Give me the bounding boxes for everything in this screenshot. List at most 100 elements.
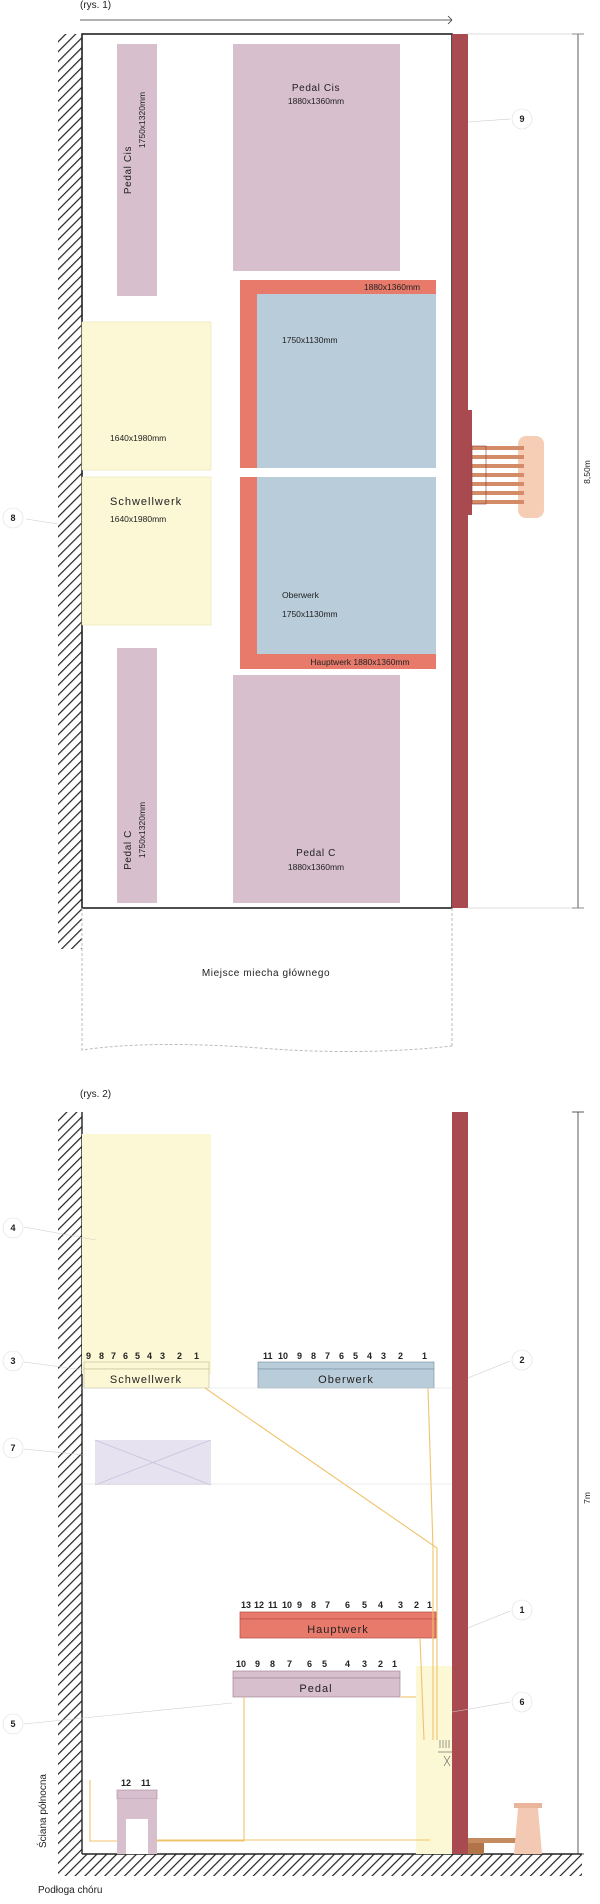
schwellwerk-scale-1: 1	[194, 1351, 199, 1361]
hauptwerk-scale-10: 10	[282, 1600, 292, 1610]
blue-top-block	[257, 294, 436, 468]
oberwerk-scale-3: 3	[381, 1351, 386, 1361]
oberwerk-windchest: 11 10 9 8 7 6 5 4 3 2 1 Oberwerk	[257, 1351, 435, 1389]
hauptwerk-scale-11: 11	[268, 1600, 278, 1610]
north-wall	[58, 1112, 82, 1854]
crossed-box	[94, 1439, 212, 1486]
pedal-scale-5: 5	[322, 1659, 327, 1669]
figure-2-elevation: (rys. 2) Ściana północna Podłoga chóru 7…	[2, 1089, 592, 1896]
oberwerk-scale-9: 9	[297, 1351, 302, 1361]
pedal-c-small-block	[117, 648, 157, 903]
oberwerk-scale-4: 4	[367, 1351, 372, 1361]
figure-1-caption: (rys. 1)	[80, 0, 111, 11]
pedal-scale-7: 7	[287, 1659, 292, 1669]
pedal-label: Pedal	[299, 1683, 332, 1695]
hauptwerk-scale-12: 12	[254, 1600, 264, 1610]
hauptwerk-scale-3: 3	[398, 1600, 403, 1610]
hauptwerk-top-size: 1880x1360mm	[364, 282, 420, 292]
pedal-scale-8: 8	[270, 1659, 275, 1669]
hauptwerk-scale-2: 2	[414, 1600, 419, 1610]
pedal-cis-small-name: Pedal Cis	[123, 146, 134, 194]
oberwerk-block	[257, 477, 436, 654]
console-top-view	[471, 436, 544, 518]
pedal-scale-4: 4	[345, 1659, 350, 1669]
pedal-cis-big-name: Pedal Cis	[292, 83, 340, 94]
pedal-cis-big-block	[233, 44, 400, 271]
oberwerk-scale-11: 11	[263, 1351, 273, 1361]
marker-7: 7	[10, 1443, 15, 1453]
schwellwerk-scale-3: 3	[160, 1351, 165, 1361]
organ-bench: 12 11	[116, 1778, 158, 1854]
hauptwerk-label: Hauptwerk	[307, 1624, 369, 1636]
tracker-lines	[89, 1387, 438, 1842]
hauptwerk-scale-6: 6	[345, 1600, 350, 1610]
schwellwerk-scale-2: 2	[177, 1351, 182, 1361]
pedal-c-big-name: Pedal C	[296, 848, 336, 859]
hauptwerk-bottom-label: Hauptwerk 1880x1360mm	[310, 657, 409, 667]
front-wall-elevation	[452, 1112, 468, 1854]
marker-5: 5	[10, 1719, 15, 1729]
pedal-windchest: 10 9 8 7 6 5 4 3 2 1 Pedal	[232, 1659, 401, 1698]
pedalboard	[468, 1803, 542, 1854]
schwellwerk-scale-9: 9	[86, 1351, 91, 1361]
pedal-scale-1: 1	[392, 1659, 397, 1669]
oberwerk-size: 1750x1130mm	[282, 609, 338, 619]
pedal-cis-small-size: 1750x1320mm	[137, 92, 147, 148]
pedal-scale-2: 2	[378, 1659, 383, 1669]
markers-figure-2: 4 3 7 5 2 1 6	[2, 1217, 533, 1735]
reference-lines	[82, 1387, 452, 1485]
oberwerk-scale-5: 5	[353, 1351, 358, 1361]
schwellwerk-bottom-size: 1640x1980mm	[110, 514, 166, 524]
hauptwerk-scale-13: 13	[241, 1600, 251, 1610]
marker-4: 4	[10, 1223, 15, 1233]
hatched-wall	[58, 34, 82, 949]
pedal-scale-6: 6	[307, 1659, 312, 1669]
schwellwerk-scale-6: 6	[123, 1351, 128, 1361]
bench-scale-11: 11	[141, 1778, 151, 1788]
pedal-c-big-block	[233, 675, 400, 903]
choir-floor	[58, 1854, 582, 1876]
schwellwerk-tall-box	[82, 1134, 211, 1374]
schwellwerk-bottom-name: Schwellwerk	[110, 496, 182, 508]
oberwerk-scale-7: 7	[325, 1351, 330, 1361]
schwellwerk-scale-5: 5	[135, 1351, 140, 1361]
pedal-scale-9: 9	[255, 1659, 260, 1669]
marker-3: 3	[10, 1356, 15, 1366]
schwellwerk-label: Schwellwerk	[110, 1374, 182, 1386]
pedal-scale-10: 10	[236, 1659, 246, 1669]
blue-top-size: 1750x1130mm	[282, 335, 338, 345]
schwellwerk-scale-7: 7	[111, 1351, 116, 1361]
hauptwerk-scale-9: 9	[297, 1600, 302, 1610]
oberwerk-scale-1: 1	[422, 1351, 427, 1361]
bellows-area-label: Miejsce miecha głównego	[202, 968, 330, 979]
pedal-c-small-name: Pedal C	[123, 830, 134, 870]
oberwerk-scale-8: 8	[311, 1351, 316, 1361]
pedal-cis-small-block	[117, 44, 157, 296]
marker-2: 2	[519, 1355, 524, 1365]
oberwerk-name: Oberwerk	[282, 590, 320, 600]
schwellwerk-top-size: 1640x1980mm	[110, 433, 166, 443]
pedal-c-big-size: 1880x1360mm	[288, 862, 344, 872]
hauptwerk-windchest: 13 12 11 10 9 8 7 6 5 4 3 2 1 Hauptwerk	[239, 1600, 437, 1639]
marker-1: 1	[519, 1605, 524, 1615]
bench-scale-12: 12	[121, 1778, 131, 1788]
pedal-cis-big-size: 1880x1360mm	[288, 96, 344, 106]
oberwerk-scale-2: 2	[398, 1351, 403, 1361]
oberwerk-label: Oberwerk	[318, 1374, 374, 1386]
hauptwerk-scale-4: 4	[378, 1600, 383, 1610]
schwellwerk-scale-8: 8	[99, 1351, 104, 1361]
schwellwerk-windchest: 9 8 7 6 5 4 3 2 1 Schwellwerk	[83, 1351, 210, 1389]
front-wall	[452, 34, 468, 908]
hauptwerk-scale-1: 1	[427, 1600, 432, 1610]
hauptwerk-scale-7: 7	[325, 1600, 330, 1610]
oberwerk-scale-10: 10	[278, 1351, 288, 1361]
height-dimension-label-2: 7m	[582, 1492, 592, 1504]
marker-9: 9	[519, 114, 524, 124]
floor-label: Podłoga chóru	[38, 1885, 103, 1896]
schwellwerk-scale-4: 4	[147, 1351, 152, 1361]
bellows-area-outline	[81, 908, 453, 1053]
hauptwerk-scale-8: 8	[311, 1600, 316, 1610]
pedal-c-small-size: 1750x1320mm	[137, 802, 147, 858]
marker-8: 8	[10, 513, 15, 523]
